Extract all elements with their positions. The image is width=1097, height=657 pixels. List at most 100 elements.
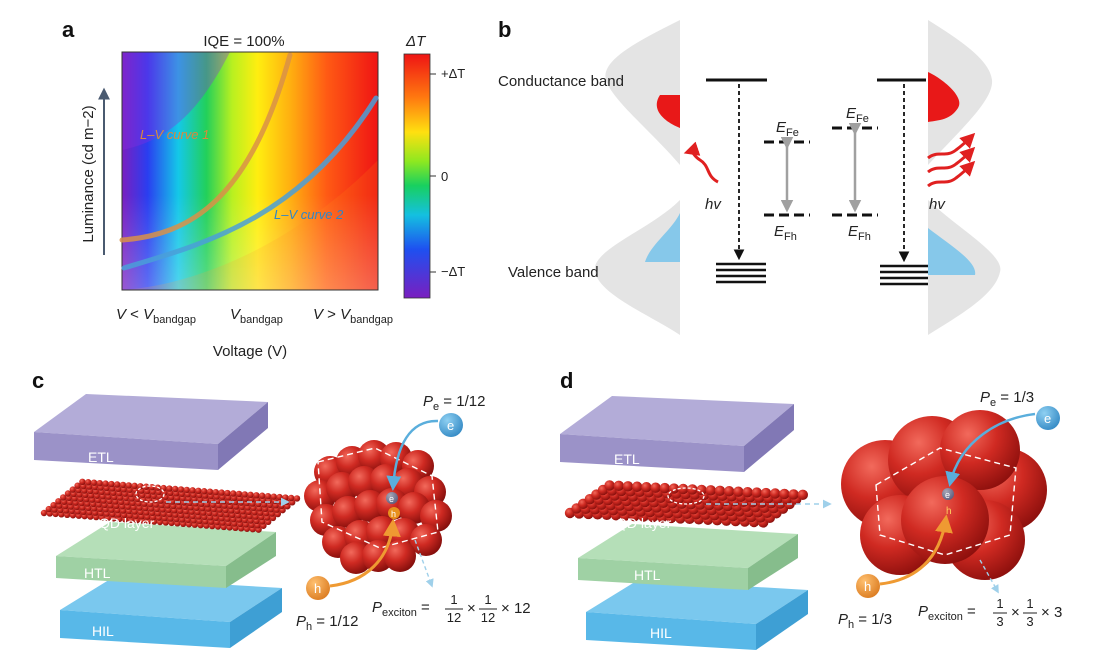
panel-d: d ETL HIL HTL QD layer [560,368,1062,650]
ph-label: Ph = 1/12 [296,613,358,633]
quantum-dot [218,489,225,496]
hole-icon-label-d: h [864,579,871,594]
quantum-dot [622,481,634,492]
p-exciton-formula: Pexciton = 1 12 × 1 12 × 12 [372,592,531,625]
pe-label: Pe = 1/12 [423,393,485,413]
quantum-dot [632,481,643,492]
colorbar [403,53,431,299]
quantum-dot [74,482,81,489]
hil-layer: HIL [60,578,282,648]
exciton-arrow-d [979,559,999,594]
quantum-dot [212,488,219,496]
exciton-arrow [414,539,434,588]
quantum-dot [253,492,260,499]
lv-curve-1 [119,52,293,243]
quantum-dot [779,488,790,500]
y-axis-label: Luminance (cd m−2) [80,105,97,242]
panel-b-label: b [498,17,511,42]
curve-2-label: L–V curve 2 [274,207,344,222]
svg-text:1: 1 [1026,596,1033,611]
heatmap-fade [122,52,378,290]
x-tick-2: Vbandgap [230,306,283,326]
quantum-dot [264,493,272,500]
quantum-dot [189,487,196,494]
svg-text:HTL: HTL [634,567,661,583]
quantum-dot [797,489,808,501]
quantum-dot [119,481,127,489]
electron-icon-label-d: e [1044,411,1051,426]
quantum-dot [183,486,190,494]
dos-left-valence [594,200,680,335]
etl-layer-d: ETL [560,396,794,472]
hv-right: hv [929,196,946,213]
quantum-dot [641,482,652,493]
electron-population-right [928,72,960,122]
panel-c-label: c [32,368,44,393]
colorbar-tick-label-top: +ΔT [441,66,465,81]
svg-text:HIL: HIL [650,625,672,641]
svg-text:HTL: HTL [84,565,111,581]
quantum-dot [241,491,248,498]
quantum-dot [288,494,295,502]
quantum-dot [177,486,185,493]
svg-text:12: 12 [447,610,461,625]
electron-injection-arrow [386,419,439,491]
quantum-dot [270,493,277,500]
hv-left: hv [705,196,722,213]
electron-injection-arrow-d [945,412,1036,487]
svg-text:HIL: HIL [92,623,114,639]
electron-in-dot-label-d: e [945,490,950,500]
panel-c: c ETL HIL HTL QD layer e [32,368,531,648]
quantum-dot [276,493,283,501]
colorbar-tick-label-bottom: −ΔT [441,264,465,279]
valence-levels-left [716,262,766,284]
qd-layer-d [564,480,808,528]
quantum-dot [742,486,753,498]
electron-in-dot-label: e [389,494,394,504]
quantum-dot [282,494,289,501]
quantum-dot [760,487,772,499]
electron-icon [439,413,463,437]
quantum-dot [733,486,744,497]
quantum-dot [650,482,661,493]
valence-band-label: Valence band [508,264,599,281]
panel-a-title: IQE = 100% [203,33,284,50]
svg-text:×: × [1011,604,1020,621]
quantum-dot [108,480,115,488]
photon-left [683,141,719,184]
electron-in-dot-d [942,488,954,500]
quantum-dot [724,486,735,497]
quantum-dot [201,488,208,495]
cluster-outline-d [875,447,1017,556]
quantum-dot [235,490,243,498]
cluster-outline [317,447,439,549]
qd-layer-label: QD layer [99,515,155,531]
svg-text:ETL: ETL [614,451,640,467]
quantum-dot [69,486,77,493]
quantum-dot [770,488,781,499]
quantum-dot [613,480,624,492]
heatmap [122,52,378,290]
hole-in-dot-label-d: h [946,506,952,517]
quantum-dot [195,487,202,494]
quantum-dot [224,489,231,497]
curve-1-label: L–V curve 1 [140,127,209,142]
etl-layer: ETL [34,394,268,470]
quantum-dot [293,495,301,502]
hole-icon-d [856,574,880,598]
quantum-dot [40,509,48,517]
x-tick-1: V < Vbandgap [116,306,196,326]
colorbar-title: ΔT [405,33,427,50]
hole-injection-arrow-d [879,514,953,586]
qd-highlight-d [667,487,705,505]
svg-text:Pexciton =: Pexciton = [918,603,976,623]
electron-in-dot [386,492,398,504]
quantum-dot [668,483,680,494]
panel-a: a IQE = 100% L–V curve 1 L–V curve 2 Lum… [62,17,465,360]
svg-text:1: 1 [996,596,1003,611]
quantum-dot [90,479,98,486]
htl-layer: HTL [56,522,276,588]
quantum-dot [160,484,167,492]
panel-b: b EFe [498,17,1001,335]
